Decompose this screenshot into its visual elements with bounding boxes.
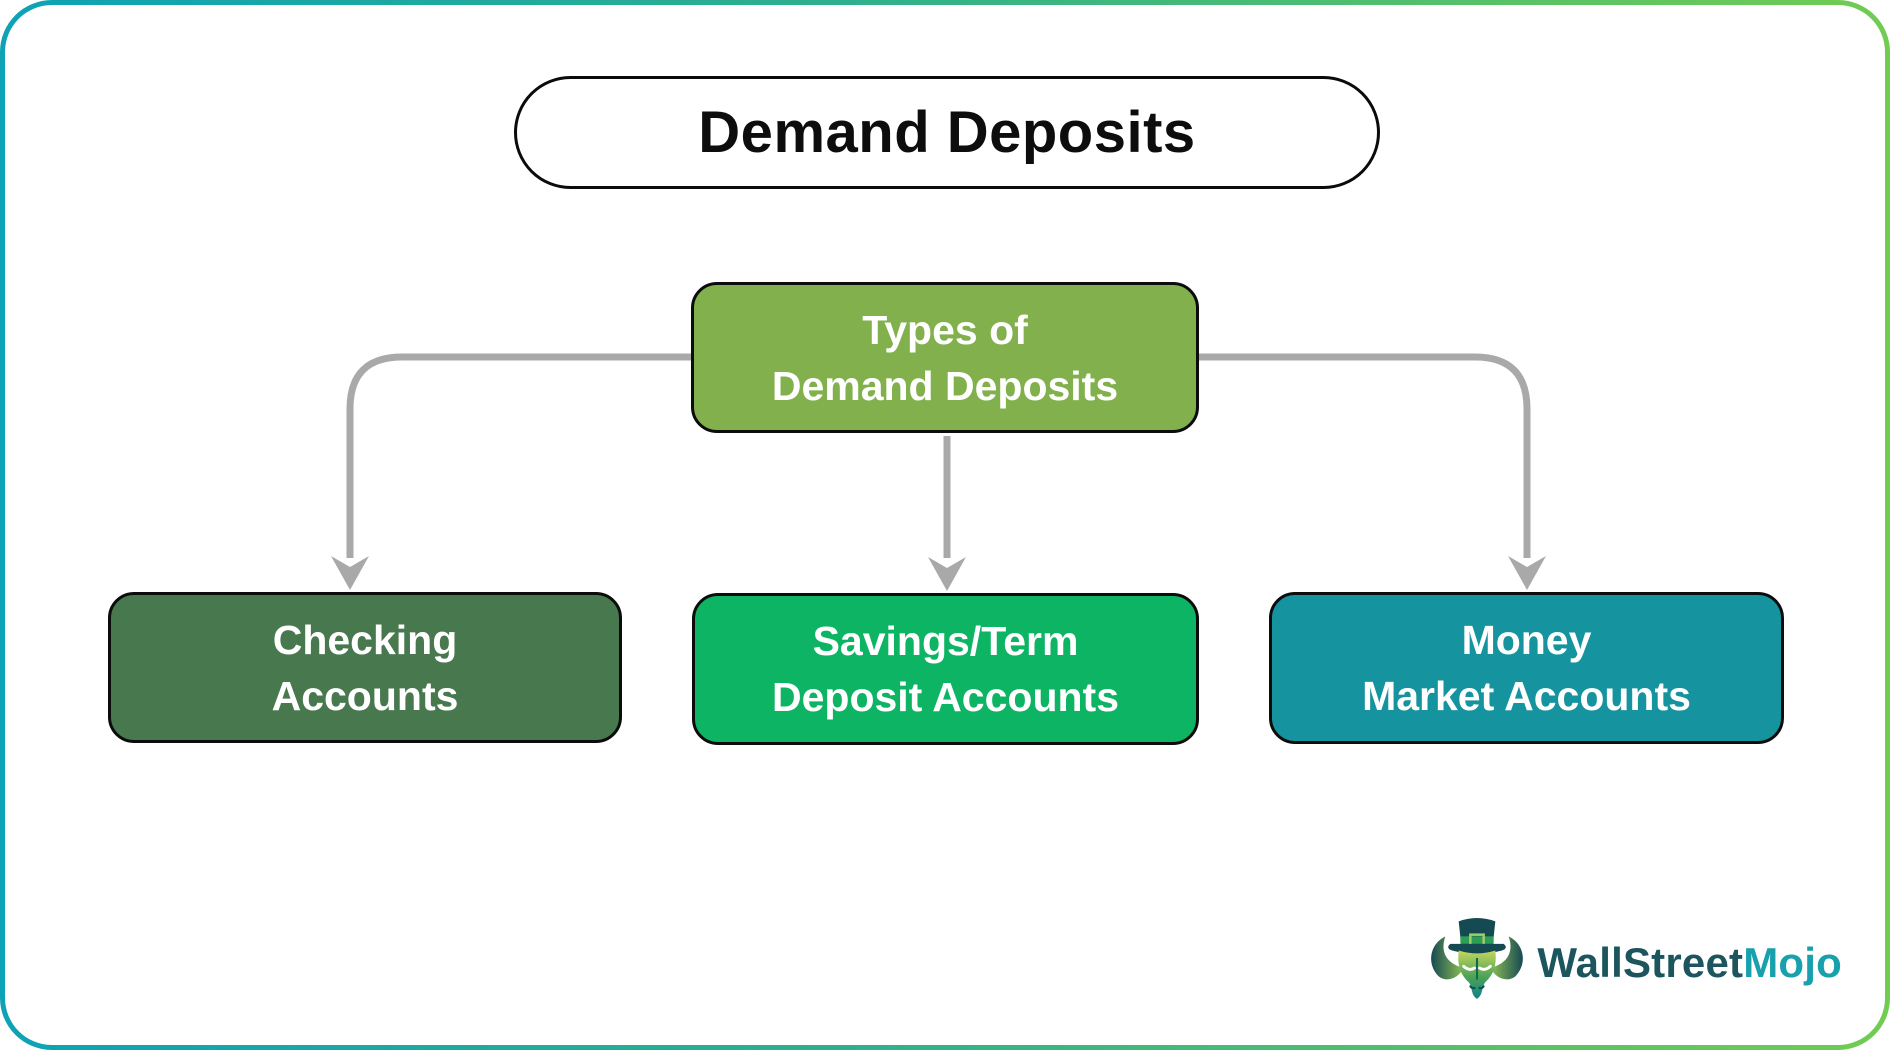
node-label-line: Money [1461, 617, 1592, 663]
bull-with-top-hat-icon [1431, 918, 1524, 999]
arrowhead-checking-icon [331, 556, 369, 590]
page-title: Demand Deposits [514, 76, 1380, 189]
wallstreetmojo-logo: WallStreetMojo [1427, 908, 1842, 1018]
node-label-line: Deposit Accounts [771, 674, 1120, 720]
arrowhead-money-icon [1508, 556, 1546, 590]
wallstreetmojo-wordmark: WallStreetMojo [1537, 939, 1842, 987]
node-savings-term-deposit-accounts: Savings/Term Deposit Accounts [692, 593, 1199, 745]
node-label-line: Types of [862, 306, 1028, 353]
node-money-market-accounts: Money Market Accounts [1269, 592, 1784, 744]
logo-text-mojo: Mojo [1743, 939, 1842, 986]
page-title-text: Demand Deposits [698, 100, 1196, 165]
node-label-line: Accounts [271, 672, 459, 719]
node-label-line: Checking [272, 616, 458, 663]
logo-text-wallstreet: WallStreet [1537, 939, 1744, 986]
node-checking-accounts: Checking Accounts [108, 592, 622, 743]
node-label-line: Market Accounts [1362, 673, 1691, 719]
arrow-to-money [1196, 353, 1531, 558]
node-label-line: Demand Deposits [771, 362, 1119, 409]
arrow-to-checking [346, 353, 694, 558]
node-types-of-demand-deposits: Types of Demand Deposits [691, 282, 1199, 433]
node-label-line: Savings/Term [812, 618, 1079, 664]
arrowhead-savings-icon [928, 557, 966, 591]
